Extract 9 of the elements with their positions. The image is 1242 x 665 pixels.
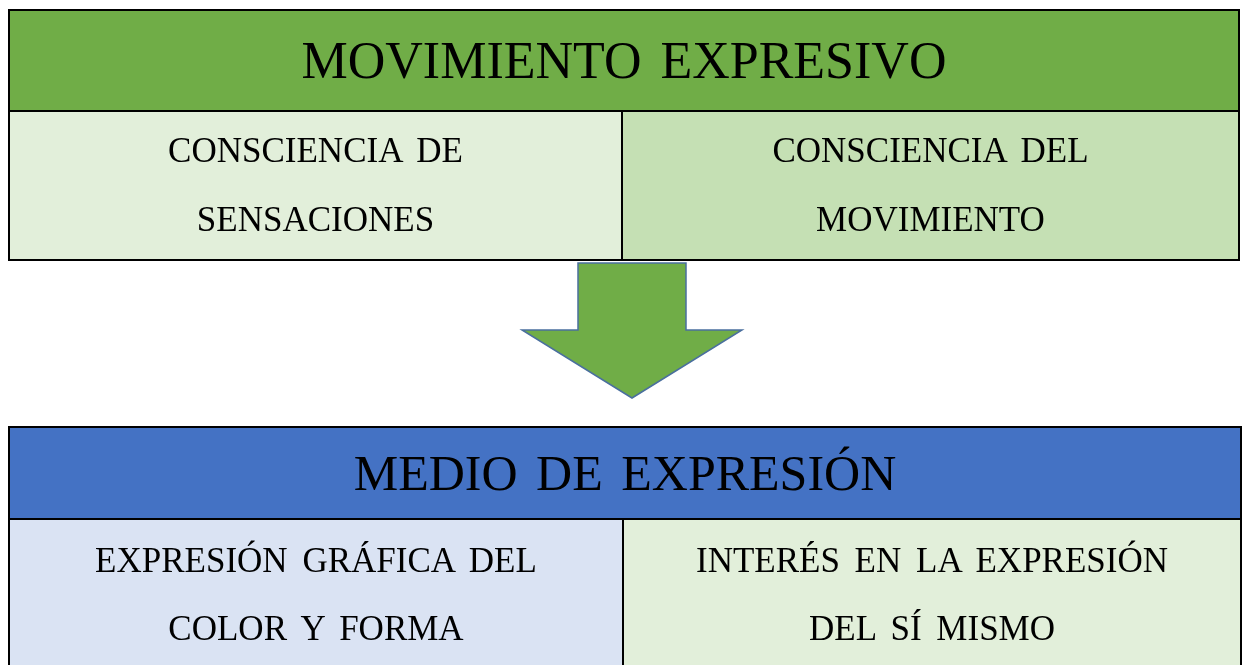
table-header: MEDIO DE EXPRESIÓN: [10, 428, 1240, 520]
table-header: MOVIMIENTO EXPRESIVO: [10, 11, 1238, 112]
table-frame: [8, 426, 1242, 665]
table-cell: CONSCIENCIA DEL MOVIMIENTO: [623, 112, 1238, 259]
table-cell: EXPRESIÓN GRÁFICA DEL COLOR Y FORMA: [10, 520, 624, 665]
table-cell: INTERÉS EN LA EXPRESIÓN DEL SÍ MISMO: [624, 520, 1240, 665]
block-arrow: [519, 262, 745, 399]
table-cell: CONSCIENCIA DE SENSACIONES: [10, 112, 623, 259]
table-frame: [8, 9, 1240, 261]
